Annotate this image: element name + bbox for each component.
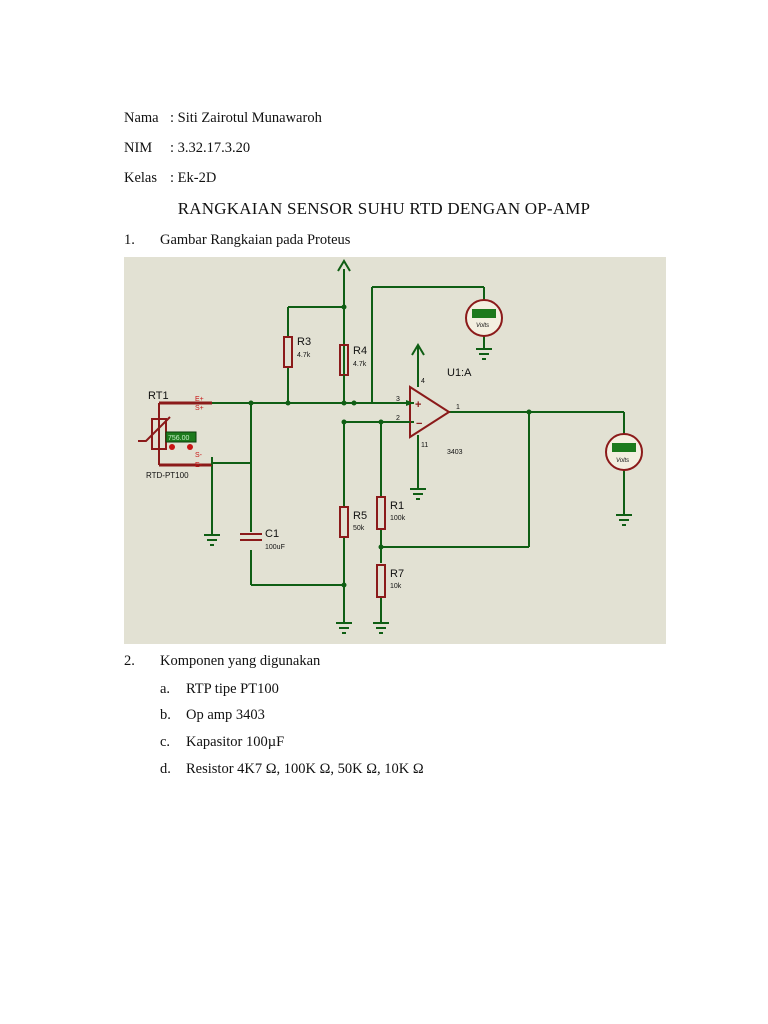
component-a-letter: a. (160, 681, 171, 697)
rt1-label: RT1 (148, 390, 169, 402)
power-arrow-top (337, 259, 351, 272)
rt1-model-label: RTD-PT100 (146, 471, 189, 480)
pin-11-label: 11 (421, 442, 428, 449)
nim-label: NIM (124, 140, 153, 156)
svg-text:+: + (415, 399, 421, 411)
u1-model: 3403 (447, 449, 463, 456)
document-title: RANGKAIAN SENSOR SUHU RTD DENGAN OP-AMP (177, 199, 591, 218)
pin-3-label: 3 (396, 396, 400, 403)
r3-label: R3 (297, 336, 311, 348)
pin-2-label: 2 (396, 415, 400, 422)
component-c-text: Kapasitor 100µF (186, 734, 285, 750)
class-value: : Ek-2D (170, 170, 217, 186)
r5-resistor (339, 506, 349, 538)
c1-value: 100uF (265, 544, 285, 551)
rt1-sensor (138, 401, 212, 467)
c1-label: C1 (265, 528, 279, 540)
pin-1-label: 1 (456, 404, 460, 411)
r4-value: 4.7k (353, 361, 367, 368)
component-b-text: Op amp 3403 (186, 707, 265, 723)
component-c-letter: c. (160, 734, 171, 750)
voltmeter-1 (465, 299, 503, 337)
component-a-text: RTP tipe PT100 (186, 681, 279, 697)
schematic-background (124, 257, 666, 644)
nim-line: NIM : 3.32.17.3.20 (124, 140, 250, 157)
section-2-text: Komponen yang digunakan (160, 653, 321, 669)
component-b-letter: b. (160, 707, 171, 723)
r3-resistor (283, 336, 293, 368)
voltmeter-2-unit: Volts (616, 458, 629, 464)
r4-label: R4 (353, 345, 367, 357)
class-label: Kelas (124, 170, 158, 186)
r1-value: 100k (390, 515, 406, 522)
section-1-number: 1. (124, 232, 135, 248)
r7-value: 10k (390, 583, 402, 590)
u1-label: U1:A (447, 367, 472, 379)
pin-4-label: 4 (421, 378, 425, 385)
r1-resistor (376, 496, 386, 530)
r5-value: 50k (353, 525, 365, 532)
rt1-reading: 756.00 (168, 435, 190, 442)
r7-label: R7 (390, 568, 404, 580)
svg-text:−: − (416, 418, 422, 430)
r1-label: R1 (390, 500, 404, 512)
pin-splus-label: S+ (195, 405, 204, 412)
pin-sminus-label: S- (195, 452, 203, 459)
voltmeter-2 (605, 433, 643, 471)
wires (211, 269, 625, 623)
voltmeter-1-unit: Volts (476, 323, 489, 329)
power-arrow-opamp (411, 343, 425, 356)
name-label: Nama (124, 110, 159, 126)
name-line: Nama : Siti Zairotul Munawaroh (124, 110, 322, 127)
nim-value: : 3.32.17.3.20 (170, 140, 251, 156)
ground-symbols (204, 348, 632, 634)
component-d-letter: d. (160, 761, 171, 777)
junction-dots (248, 304, 532, 588)
name-value: : Siti Zairotul Munawaroh (170, 110, 322, 126)
proteus-schematic: + − RT1 RTD-PT100 E+ S+ S- E- 756.00 R3 … (124, 257, 666, 644)
r3-value: 4.7k (297, 352, 311, 359)
r7-resistor (376, 564, 386, 598)
pin-eminus-label: E- (195, 462, 203, 469)
class-line: Kelas : Ek-2D (124, 170, 216, 187)
section-2-number: 2. (124, 653, 135, 669)
pin-eplus-label: E+ (195, 396, 204, 403)
r5-label: R5 (353, 510, 367, 522)
section-1-text: Gambar Rangkaian pada Proteus (160, 232, 351, 248)
component-d-text: Resistor 4K7 Ω, 100K Ω, 50K Ω, 10K Ω (186, 761, 424, 777)
c1-capacitor (240, 533, 262, 541)
